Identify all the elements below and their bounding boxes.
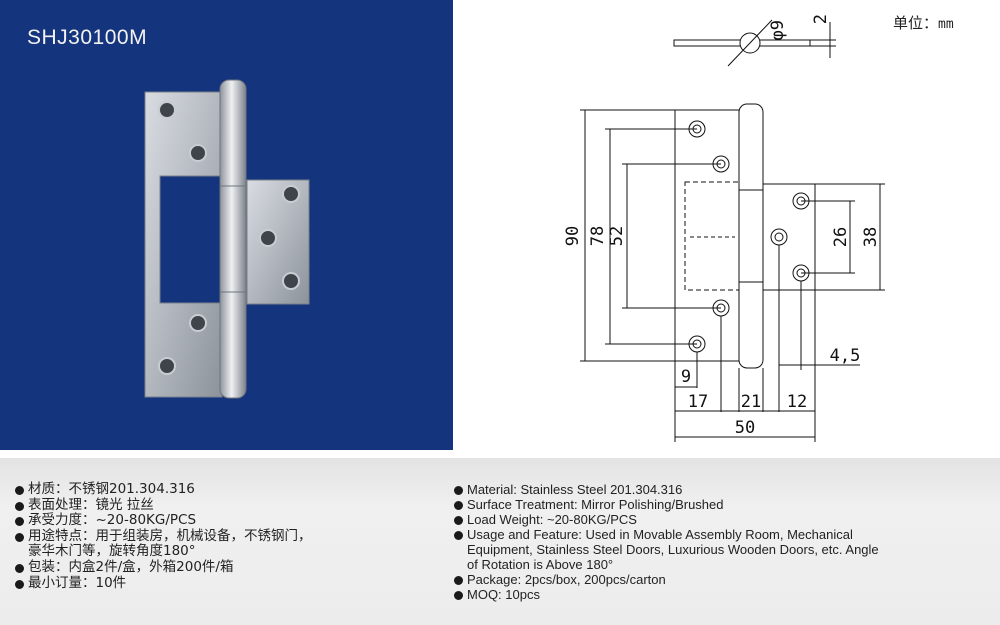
spec-en-load: Load Weight: ~20-80KG/PCS bbox=[453, 512, 953, 527]
spec-en-package: Package: 2pcs/box, 200pcs/carton bbox=[453, 572, 953, 587]
hinge-photo bbox=[144, 79, 310, 399]
dim-knuckle: 21 bbox=[741, 392, 761, 412]
spec-cn-load: 承受力度：~20-80KG/PCS bbox=[14, 513, 414, 529]
spec-cn-moq: 最小订量：10件 bbox=[14, 575, 414, 592]
dim-right-leaf: 12 bbox=[787, 392, 807, 412]
dim-wing-hole-spacing: 26 bbox=[831, 227, 851, 247]
spec-list-chinese: 材质：不锈钢201.304.316 表面处理：镜光 拉丝 承受力度：~20-80… bbox=[14, 481, 414, 592]
dim-hole-offset: 9 bbox=[681, 367, 691, 387]
spec-cn-material: 材质：不锈钢201.304.316 bbox=[14, 481, 414, 498]
spec-en-usage: Usage and Feature: Used in Movable Assem… bbox=[453, 527, 953, 542]
product-code: SHJ30100M bbox=[27, 26, 148, 49]
dim-overall-width: 50 bbox=[735, 418, 755, 438]
dim-pin-diameter: φ9 bbox=[768, 20, 788, 40]
dim-overall-height: 90 bbox=[563, 226, 583, 246]
product-photo-panel: SHJ30100M bbox=[0, 0, 453, 450]
spec-en-surface: Surface Treatment: Mirror Polishing/Brus… bbox=[453, 497, 953, 512]
spec-panel: 材质：不锈钢201.304.316 表面处理：镜光 拉丝 承受力度：~20-80… bbox=[0, 458, 1000, 625]
dim-thickness: 2 bbox=[811, 14, 831, 24]
dim-cutout-height: 52 bbox=[607, 226, 627, 246]
spec-cn-surface: 表面处理：镜光 拉丝 bbox=[14, 497, 414, 514]
dim-right-offset: 4,5 bbox=[830, 346, 861, 366]
dim-hole-spacing: 78 bbox=[588, 226, 608, 246]
unit-label: 单位：mm bbox=[893, 12, 954, 33]
technical-drawing: φ9 2 90 78 52 26 38 9 17 21 12 4,5 50 bbox=[563, 14, 885, 442]
dim-left-leaf: 17 bbox=[688, 392, 708, 412]
spec-cn-usage-cont: 豪华木门等，旋转角度180° bbox=[28, 543, 196, 560]
spec-en-usage-cont-2: of Rotation is Above 180° bbox=[467, 557, 614, 572]
unit-caption: 单位： bbox=[893, 14, 939, 32]
spec-cn-usage: 用途特点：用于组装房，机械设备，不锈钢门， bbox=[14, 528, 414, 545]
spec-cn-package: 包装：内盒2件/盒，外箱200件/箱 bbox=[14, 559, 414, 576]
unit-value: mm bbox=[938, 17, 954, 32]
spec-en-material: Material: Stainless Steel 201.304.316 bbox=[453, 482, 953, 497]
spec-en-usage-cont-1: Equipment, Stainless Steel Doors, Luxuri… bbox=[467, 542, 879, 557]
dim-wing-height: 38 bbox=[861, 227, 881, 247]
spec-list-english: Material: Stainless Steel 201.304.316 Su… bbox=[453, 482, 953, 602]
spec-en-moq: MOQ: 10pcs bbox=[453, 587, 953, 602]
